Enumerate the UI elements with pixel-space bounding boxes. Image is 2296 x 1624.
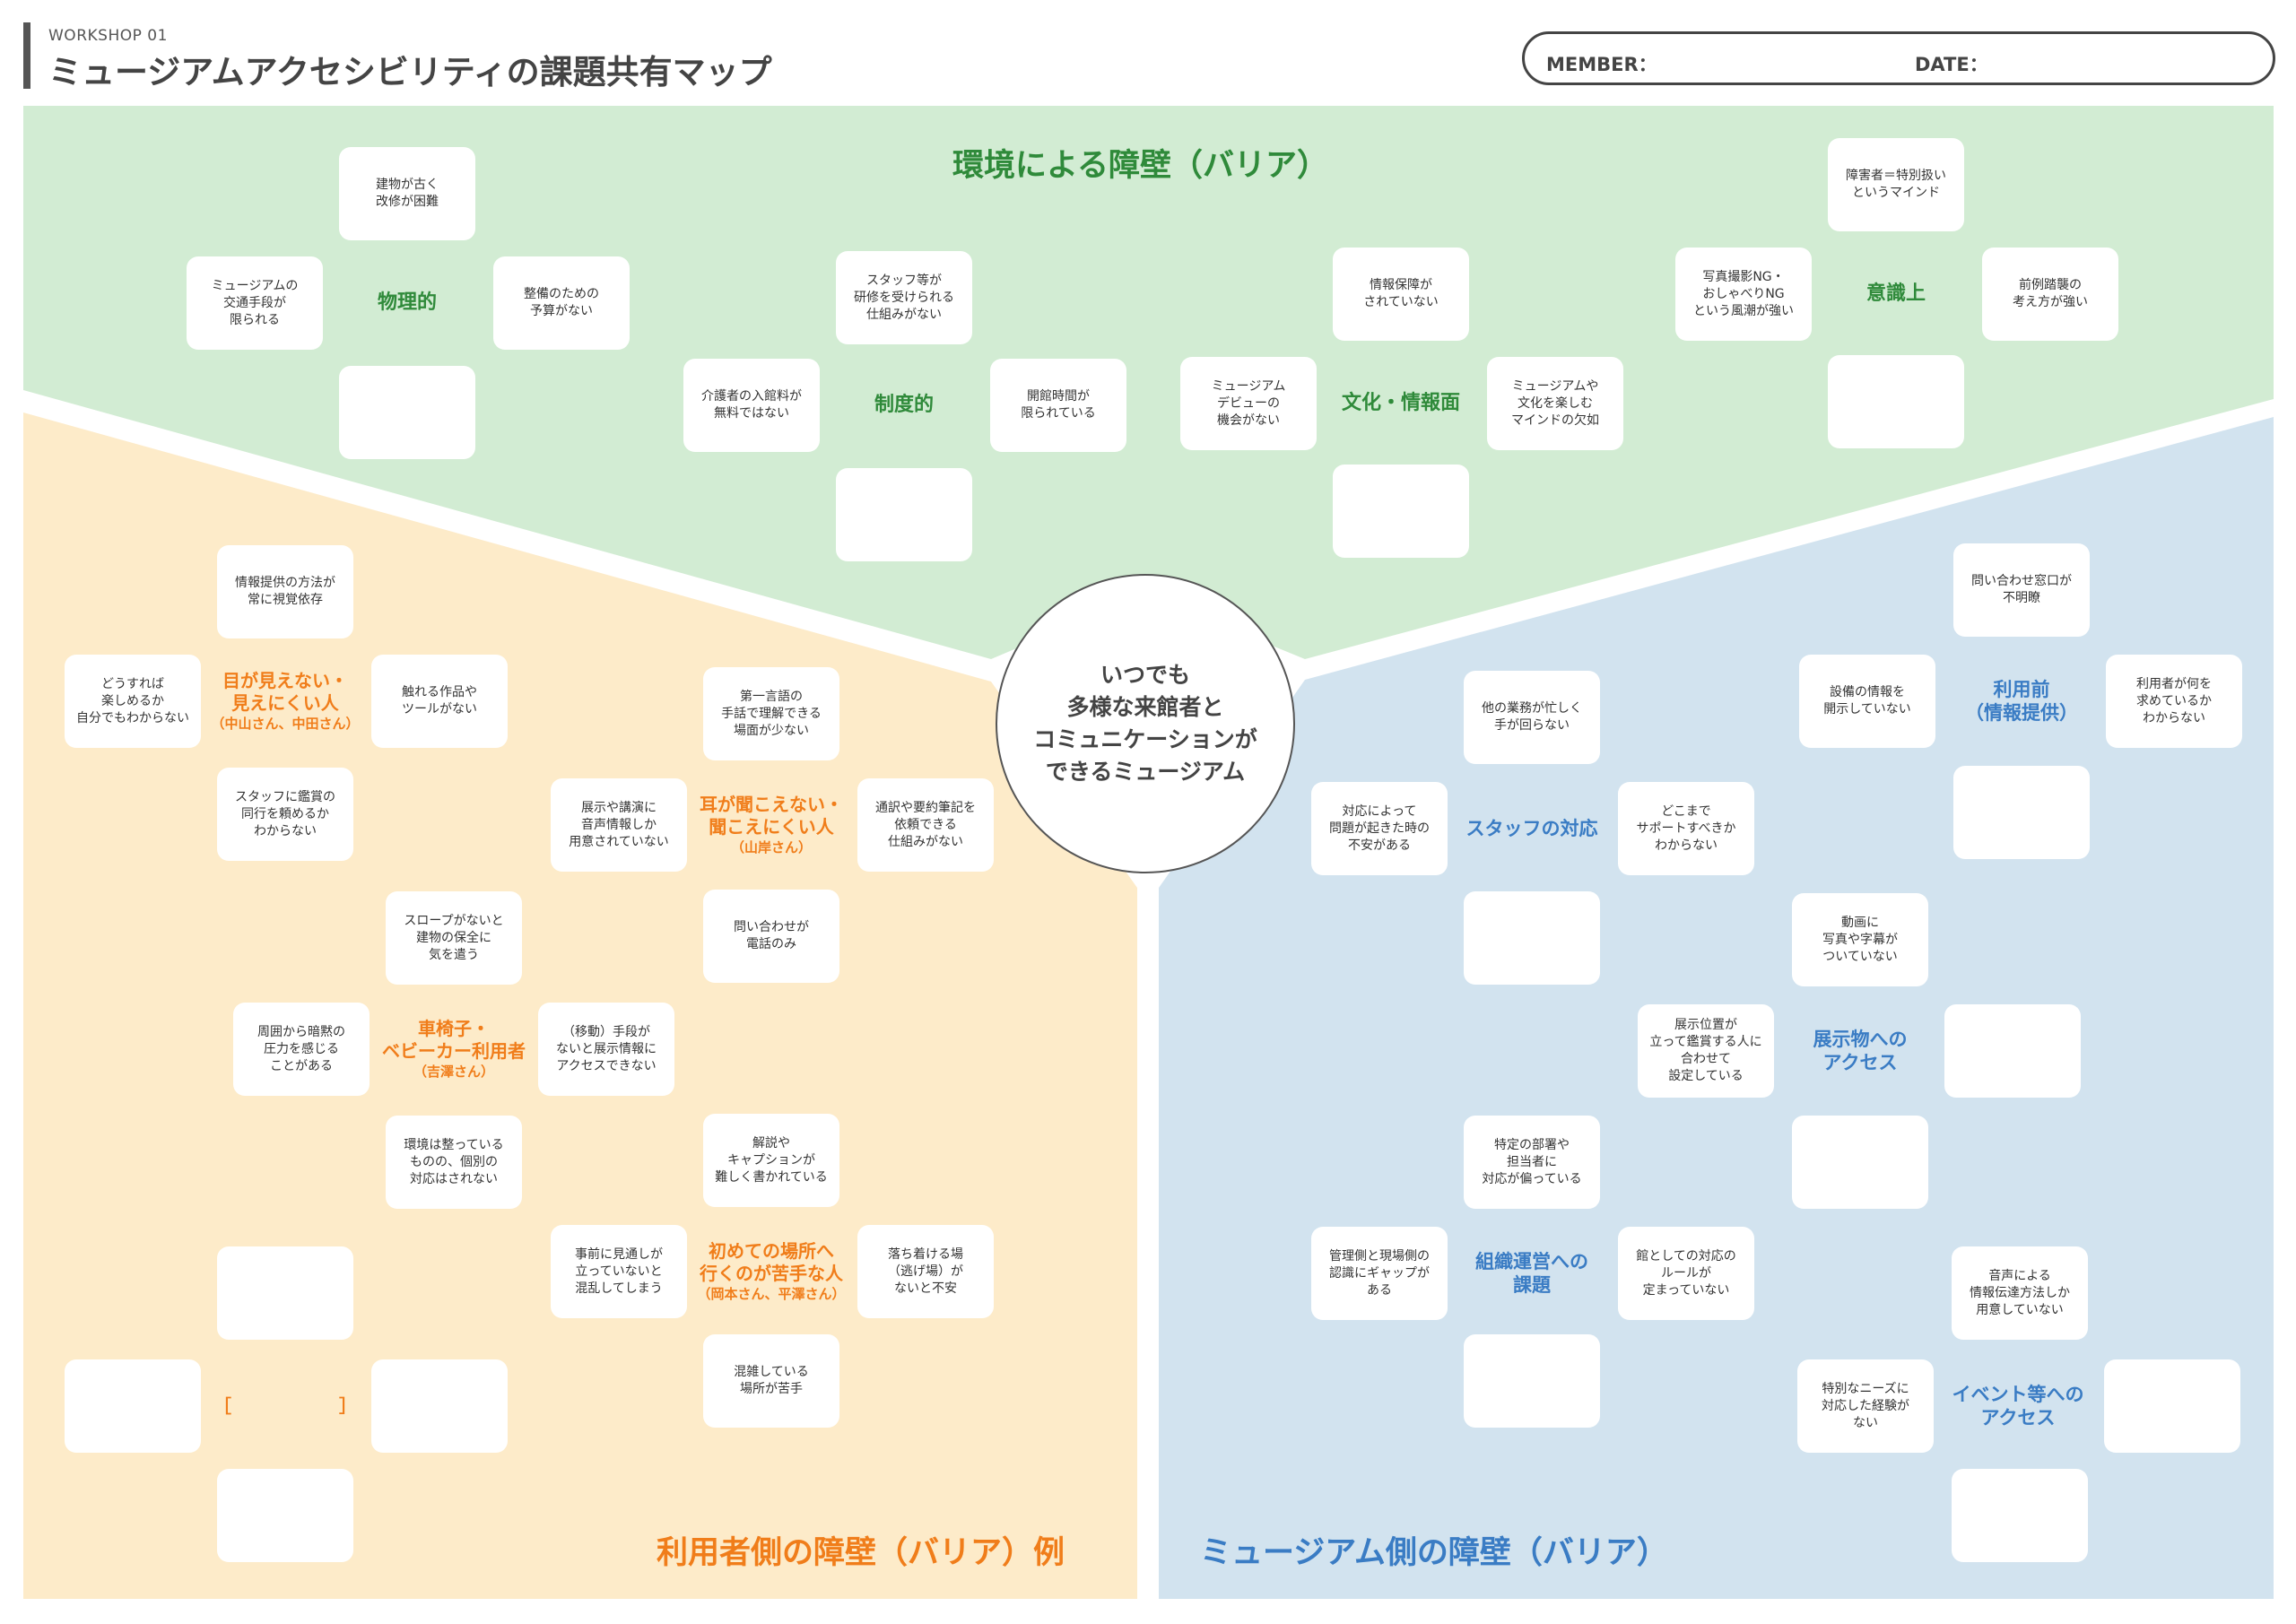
card-user-blank-top[interactable]	[217, 1246, 353, 1340]
category-user-hearing-label: 耳が聞こえない・ 聞こえにくい人	[700, 794, 843, 838]
category-museum-exhibit: 展示物への アクセス	[1813, 1029, 1908, 1073]
card-env-physical-right[interactable]: 整備のための 予算がない	[493, 256, 630, 350]
category-user-visual-label: 目が見えない・ 見えにくい人	[222, 670, 348, 714]
card-user-hearing-bottom[interactable]: 問い合わせが 電話のみ	[703, 890, 839, 983]
category-env-culture: 文化・情報面	[1341, 392, 1460, 414]
card-user-visual-top[interactable]: 情報提供の方法が 常に視覚依存	[217, 545, 353, 638]
card-user-firsttime-right[interactable]: 落ち着ける場 （逃げ場）が ないと不安	[857, 1225, 994, 1318]
card-museum-event-top[interactable]: 音声による 情報伝達方法しか 用意していない	[1952, 1246, 2088, 1340]
card-user-hearing-left[interactable]: 展示や講演に 音声情報しか 用意されていない	[551, 778, 687, 872]
card-env-physical-bottom[interactable]	[339, 366, 475, 459]
category-user-firsttime: 初めての場所へ 行くのが苦手な人 （岡本さん、平澤さん）	[687, 1225, 856, 1318]
env-region	[23, 106, 2274, 659]
card-user-wheelchair-top[interactable]: スロープがないと 建物の保全に 気を遣う	[386, 891, 522, 985]
category-user-hearing-persons: （山岸さん）	[730, 839, 812, 855]
workshop-label: WORKSHOP 01	[48, 27, 168, 45]
card-museum-staff-left[interactable]: 対応によって 問題が起きた時の 不安がある	[1311, 782, 1448, 875]
card-museum-staff-top[interactable]: 他の業務が忙しく 手が回らない	[1464, 671, 1600, 764]
card-env-physical-left[interactable]: ミュージアムの 交通手段が 限られる	[187, 256, 323, 350]
card-env-mind-top[interactable]: 障害者＝特別扱い というマインド	[1828, 138, 1964, 231]
section-title-user: 利用者側の障壁（バリア）例	[657, 1535, 1065, 1571]
category-user-hearing: 耳が聞こえない・ 聞こえにくい人 （山岸さん）	[687, 778, 856, 872]
card-env-physical-top[interactable]: 建物が古く 改修が困難	[339, 147, 475, 240]
category-user-visual-persons: （中山さん、中田さん）	[211, 716, 360, 732]
card-museum-event-right[interactable]	[2104, 1359, 2240, 1453]
category-user-wheelchair: 車椅子・ ベビーカー利用者 （吉澤さん）	[371, 1003, 536, 1096]
card-museum-exhibit-top[interactable]: 動画に 写真や字幕が ついていない	[1792, 893, 1928, 986]
category-user-wheelchair-persons: （吉澤さん）	[413, 1064, 494, 1080]
member-date-field[interactable]: MEMBER： DATE：	[1522, 31, 2275, 85]
card-museum-org-left[interactable]: 管理側と現場側の 認識にギャップが ある	[1311, 1227, 1448, 1320]
date-label: DATE：	[1915, 54, 1988, 75]
card-museum-before-right[interactable]: 利用者が何を 求めているか わからない	[2106, 655, 2242, 748]
category-museum-before: 利用前 （情報提供）	[1965, 679, 2078, 724]
category-env-mind: 意識上	[1866, 282, 1926, 305]
card-env-system-top[interactable]: スタッフ等が 研修を受けられる 仕組みがない	[836, 251, 972, 344]
category-user-firsttime-persons: （岡本さん、平澤さん）	[697, 1286, 846, 1302]
card-user-wheelchair-right[interactable]: （移動）手段が ないと展示情報に アクセスできない	[538, 1003, 674, 1096]
card-museum-org-right[interactable]: 館としての対応の ルールが 定まっていない	[1618, 1227, 1754, 1320]
card-env-culture-bottom[interactable]	[1333, 465, 1469, 558]
page-title: ミュージアムアクセシビリティの課題共有マップ	[48, 53, 772, 91]
category-env-physical: 物理的	[377, 291, 437, 314]
card-museum-before-left[interactable]: 設備の情報を 開示していない	[1799, 655, 1935, 748]
card-museum-event-left[interactable]: 特別なニーズに 対応した経験が ない	[1797, 1359, 1934, 1453]
card-user-visual-right[interactable]: 触れる作品や ツールがない	[371, 655, 508, 748]
card-museum-staff-right[interactable]: どこまで サポートすべきか わからない	[1618, 782, 1754, 875]
card-user-blank-right[interactable]	[371, 1359, 508, 1453]
card-env-culture-right[interactable]: ミュージアムや 文化を楽しむ マインドの欠如	[1487, 357, 1623, 450]
category-museum-staff: スタッフの対応	[1465, 818, 1598, 839]
card-env-culture-top[interactable]: 情報保障が されていない	[1333, 248, 1469, 341]
section-title-env: 環境による障壁（バリア）	[952, 148, 1328, 184]
category-user-firsttime-label: 初めての場所へ 行くのが苦手な人	[700, 1240, 843, 1284]
section-title-museum: ミュージアム側の障壁（バリア）	[1200, 1535, 1668, 1571]
center-goal: いつでも 多様な来館者と コミュニケーションが できるミュージアム	[996, 574, 1295, 873]
category-env-system: 制度的	[874, 394, 934, 416]
card-env-culture-left[interactable]: ミュージアム デビューの 機会がない	[1180, 357, 1317, 450]
card-user-visual-left[interactable]: どうすれば 楽しめるか 自分でもわからない	[65, 655, 201, 748]
card-user-wheelchair-left[interactable]: 周囲から暗黙の 圧力を感じる ことがある	[233, 1003, 370, 1096]
member-label: MEMBER：	[1546, 54, 1657, 75]
card-user-hearing-right[interactable]: 通訳や要約筆記を 依頼できる 仕組みがない	[857, 778, 994, 872]
category-museum-org: 組織運営への 課題	[1475, 1251, 1588, 1296]
card-museum-exhibit-left[interactable]: 展示位置が 立って鑑賞する人に 合わせて 設定している	[1638, 1004, 1774, 1098]
category-user-visual: 目が見えない・ 見えにくい人 （中山さん、中田さん）	[203, 655, 368, 748]
card-museum-exhibit-bottom[interactable]	[1792, 1116, 1928, 1209]
header-accent-bar	[23, 22, 30, 89]
card-user-blank-left[interactable]	[65, 1359, 201, 1453]
card-user-firsttime-left[interactable]: 事前に見通しが 立っていないと 混乱してしまう	[551, 1225, 687, 1318]
category-museum-event: イベント等への アクセス	[1952, 1384, 2084, 1429]
card-museum-exhibit-right[interactable]	[1944, 1004, 2081, 1098]
card-user-visual-bottom[interactable]: スタッフに鑑賞の 同行を頼めるか わからない	[217, 768, 353, 861]
card-env-system-right[interactable]: 開館時間が 限られている	[990, 359, 1126, 452]
card-museum-org-bottom[interactable]	[1464, 1334, 1600, 1428]
card-user-firsttime-top[interactable]: 解説や キャプションが 難しく書かれている	[703, 1114, 839, 1207]
category-user-blank: ［ ］	[213, 1394, 357, 1417]
card-museum-before-top[interactable]: 問い合わせ窓口が 不明瞭	[1953, 543, 2090, 637]
card-env-mind-left[interactable]: 写真撮影NG・ おしゃべりNG という風潮が強い	[1675, 248, 1812, 341]
card-user-blank-bottom[interactable]	[217, 1469, 353, 1562]
card-env-system-bottom[interactable]	[836, 468, 972, 561]
card-user-firsttime-bottom[interactable]: 混雑している 場所が苦手	[703, 1334, 839, 1428]
card-user-wheelchair-bottom[interactable]: 環境は整っている ものの、個別の 対応はされない	[386, 1116, 522, 1209]
card-env-mind-bottom[interactable]	[1828, 355, 1964, 448]
card-museum-staff-bottom[interactable]	[1464, 891, 1600, 985]
card-env-mind-right[interactable]: 前例踏襲の 考え方が強い	[1982, 248, 2118, 341]
card-museum-event-bottom[interactable]	[1952, 1469, 2088, 1562]
card-user-hearing-top[interactable]: 第一言語の 手話で理解できる 場面が少ない	[703, 667, 839, 760]
card-env-system-left[interactable]: 介護者の入館料が 無料ではない	[683, 359, 820, 452]
card-museum-before-bottom[interactable]	[1953, 766, 2090, 859]
card-museum-org-top[interactable]: 特定の部署や 担当者に 対応が偏っている	[1464, 1116, 1600, 1209]
category-user-wheelchair-label: 車椅子・ ベビーカー利用者	[382, 1018, 526, 1062]
